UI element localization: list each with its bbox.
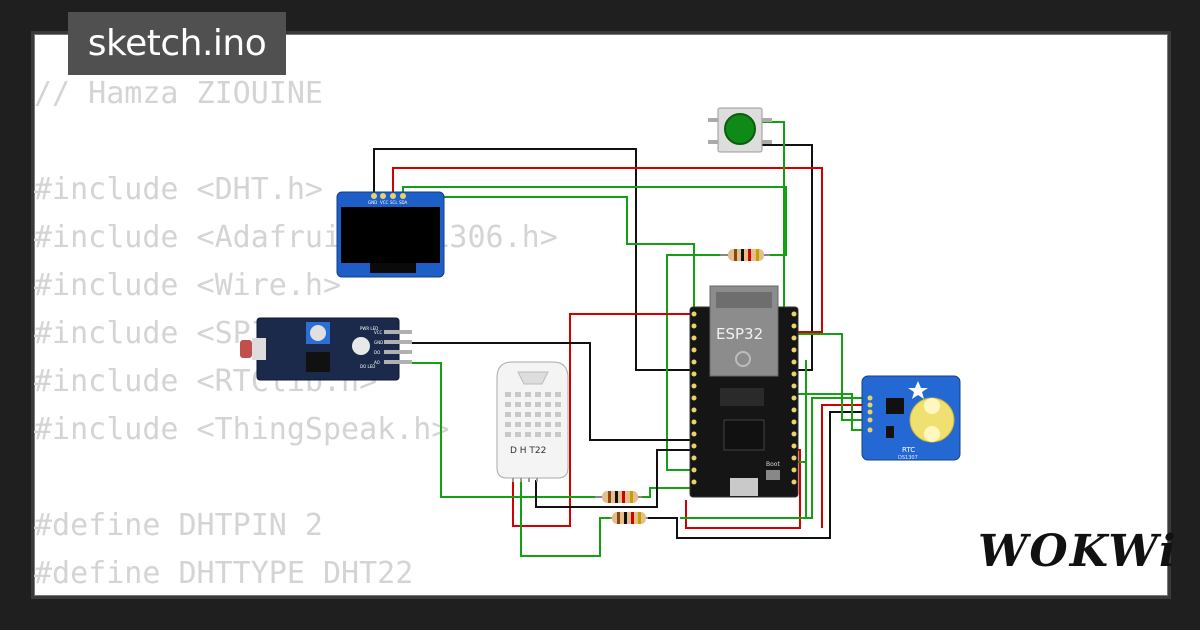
code-line: // Hamza ZIOUINE xyxy=(34,76,323,111)
oled-pin-label: VCC xyxy=(380,200,389,205)
code-line: #include <DHT.h> xyxy=(34,172,323,207)
wire-black-dht[interactable] xyxy=(535,449,694,508)
oled-pin-label: SCL xyxy=(390,200,398,205)
wire-green-rtc-c[interactable] xyxy=(805,360,862,519)
wire-black-ldr-gnd[interactable] xyxy=(412,342,694,441)
oled-pin-label: SDA xyxy=(399,200,408,205)
wire-green-ldr-ao[interactable] xyxy=(412,362,595,498)
wire-black-res2[interactable] xyxy=(646,411,862,539)
boot-label: Boot xyxy=(766,461,780,468)
dht22-sensor[interactable]: D H T22 xyxy=(496,361,569,482)
ldr-module[interactable]: PWR LED DO LED VCC GND DO AO xyxy=(240,317,412,381)
wire-red-oled-vcc[interactable] xyxy=(392,167,823,333)
rtc-chip-label: DS1307 xyxy=(898,455,918,461)
ldr-led-label: PWR LED xyxy=(360,326,378,331)
code-line: #define DHTTYPE DHT22 xyxy=(34,556,414,591)
esp32-label: ESP32 xyxy=(716,325,763,343)
rtc-label: RTC xyxy=(902,446,915,454)
rtc-module[interactable]: RTC DS1307 xyxy=(861,375,961,461)
circuit-diagram: GND VCC SCL SDA xyxy=(240,107,961,557)
wire-black-oled-gnd[interactable] xyxy=(373,144,813,371)
oled-pin-label: GND xyxy=(368,200,377,205)
code-line: #define DHTPIN 2 xyxy=(34,508,323,543)
dht-label: D H T22 xyxy=(510,446,546,456)
wire-green-res1[interactable] xyxy=(640,487,694,498)
resistor-bottom[interactable] xyxy=(610,512,648,524)
ldr-pin-label: DO xyxy=(374,350,380,355)
wire-green-dht[interactable] xyxy=(520,480,612,557)
ldr-led-label: DO LED xyxy=(360,364,375,369)
wire-red-left[interactable] xyxy=(512,313,694,527)
oled-display[interactable]: GND VCC SCL SDA xyxy=(336,191,445,278)
ldr-pin-label: AO xyxy=(374,360,380,365)
wire-green-resistor-top[interactable] xyxy=(666,254,726,471)
wire-green-rtc-b[interactable] xyxy=(798,393,862,431)
ldr-pin-label: VCC xyxy=(374,330,383,335)
wokwi-logo: WOKWi xyxy=(978,526,1178,577)
esp32-board[interactable]: ESP32 Boot xyxy=(689,285,799,498)
wire-red-rtc2[interactable] xyxy=(821,404,862,528)
push-button[interactable] xyxy=(708,107,772,153)
ldr-pin-label: GND xyxy=(374,340,383,345)
wire-green-bottom[interactable] xyxy=(680,461,807,519)
code-line: #include <Wire.h> xyxy=(34,268,342,303)
wire-green-oled-scl[interactable] xyxy=(402,186,787,256)
resistor-mid[interactable] xyxy=(595,491,642,503)
code-line: #include <ThingSpeak.h> xyxy=(34,412,450,447)
resistor-top[interactable] xyxy=(720,249,770,261)
file-tab[interactable]: sketch.ino xyxy=(68,12,286,75)
